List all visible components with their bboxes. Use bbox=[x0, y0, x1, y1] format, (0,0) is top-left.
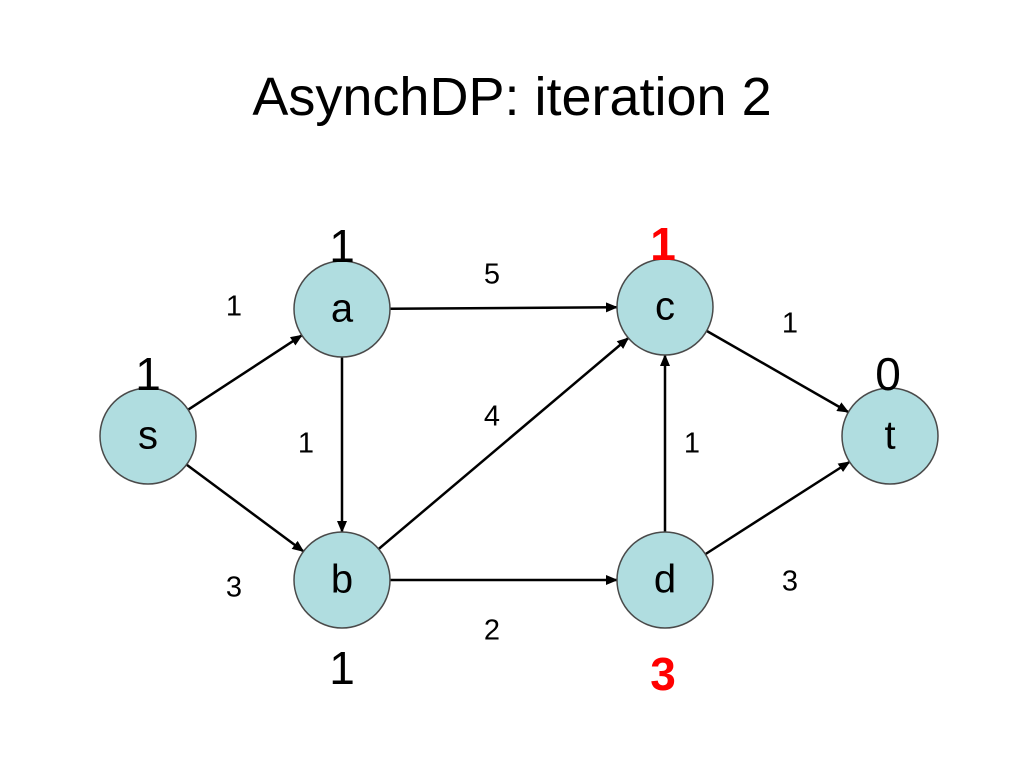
edge-weight-b-c: 4 bbox=[484, 401, 500, 433]
node-circle-b bbox=[293, 531, 391, 629]
node-value-b: 1 bbox=[329, 642, 355, 694]
node-value-s: 1 bbox=[135, 348, 161, 400]
node-d: d bbox=[616, 531, 714, 629]
node-value-c: 1 bbox=[650, 218, 676, 270]
edge-s-b bbox=[185, 463, 305, 553]
node-values: 1 1 1 1 3 0 bbox=[135, 218, 901, 700]
node-circle-d bbox=[616, 531, 714, 629]
node-value-d: 3 bbox=[650, 648, 676, 700]
edge-weight-d-t: 3 bbox=[782, 566, 798, 598]
edge-d-t bbox=[704, 460, 851, 556]
node-value-t: 0 bbox=[875, 348, 901, 400]
node-c: c bbox=[616, 258, 714, 356]
edge-weight-b-d: 2 bbox=[484, 615, 500, 647]
edge-b-c bbox=[377, 337, 630, 550]
node-label-t: t bbox=[884, 414, 895, 458]
edge-c-t bbox=[706, 329, 850, 414]
edge-a-c bbox=[389, 302, 619, 313]
edge-weight-c-t: 1 bbox=[782, 308, 798, 340]
edge-weight-d-c: 1 bbox=[684, 428, 700, 460]
node-circle-c bbox=[616, 258, 714, 356]
slide-title: AsynchDP: iteration 2 bbox=[252, 67, 772, 127]
node-label-s: s bbox=[138, 414, 158, 458]
node-circle-t bbox=[841, 387, 939, 485]
node-label-d: d bbox=[654, 558, 676, 602]
node-circle-a bbox=[293, 260, 391, 358]
edge-weight-a-b: 1 bbox=[298, 428, 314, 460]
edge-weight-a-c: 5 bbox=[484, 259, 500, 291]
node-a: a bbox=[293, 260, 391, 358]
node-label-c: c bbox=[655, 285, 675, 329]
node-circle-s bbox=[99, 387, 197, 485]
node-t: t bbox=[841, 387, 939, 485]
nodes: s a b c d t bbox=[99, 258, 939, 629]
node-label-a: a bbox=[331, 287, 354, 331]
node-value-a: 1 bbox=[329, 220, 355, 272]
edges bbox=[185, 302, 851, 585]
edge-weights: 1 3 5 1 4 2 1 1 3 bbox=[226, 259, 798, 647]
edge-weight-s-b: 3 bbox=[226, 572, 242, 604]
node-b: b bbox=[293, 531, 391, 629]
node-s: s bbox=[99, 387, 197, 485]
edge-weight-s-a: 1 bbox=[226, 291, 242, 323]
node-label-b: b bbox=[331, 558, 353, 602]
edge-s-a bbox=[187, 334, 303, 411]
